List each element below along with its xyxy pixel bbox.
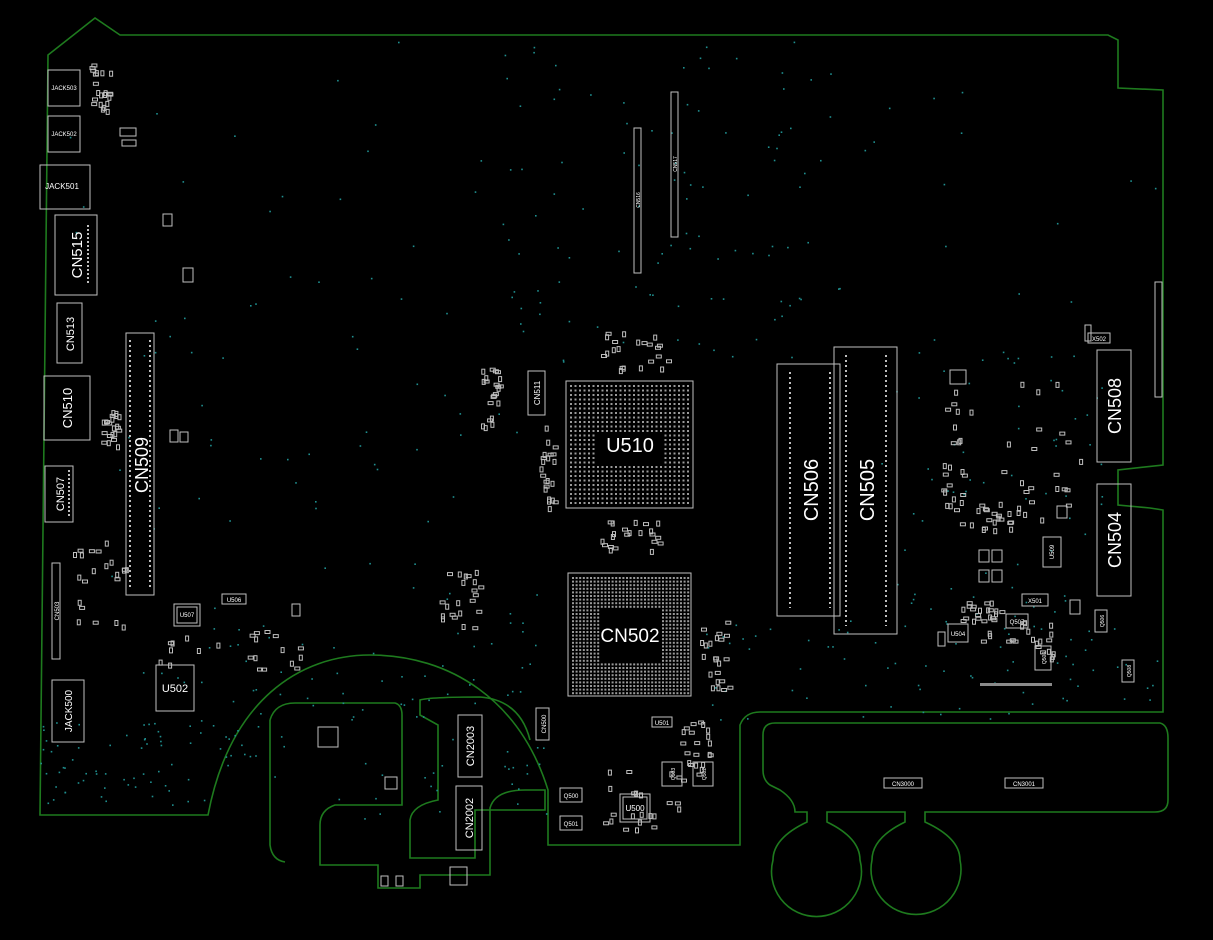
- q502-label: Q502: [702, 768, 708, 780]
- cn505-component: CN505: [833, 346, 898, 635]
- cn510-component: CN510: [43, 375, 91, 441]
- x501-label: X501: [1028, 599, 1043, 605]
- q508-label: Q508: [1127, 665, 1133, 677]
- cn505-label: CN505: [857, 459, 879, 521]
- q506-label: Q506: [1100, 615, 1106, 627]
- x502-component: X502: [1087, 332, 1111, 344]
- cn504-label: CN504: [1105, 512, 1125, 568]
- jack501-label: JACK501: [45, 182, 79, 191]
- q500-component: Q500: [559, 787, 583, 803]
- cn506-label: CN506: [801, 459, 823, 521]
- cn504-component: CN504: [1096, 483, 1132, 597]
- q503-label: Q503: [671, 768, 677, 780]
- cn510-label: CN510: [60, 388, 75, 428]
- cn507-component: CN507: [44, 465, 74, 523]
- q500-label: Q500: [564, 794, 579, 800]
- cn517-component: CN517: [670, 91, 679, 238]
- cn2003-component: CN2003: [457, 714, 483, 778]
- cn2003-label: CN2003: [465, 726, 477, 766]
- via-field: [40, 41, 1159, 820]
- cn507-label: CN507: [55, 477, 67, 511]
- right-header-strip: [980, 683, 1052, 686]
- cn509-label: CN509: [132, 437, 152, 493]
- cn503-component: CN503: [51, 562, 61, 660]
- q502-component: Q502: [692, 761, 714, 787]
- u506-label: U506: [227, 598, 242, 604]
- q504-label: Q504: [1042, 652, 1048, 664]
- jack500-component: JACK500: [51, 679, 85, 743]
- board-outline: [39, 17, 1164, 846]
- q507-label: Q507: [1010, 620, 1025, 626]
- cn3000-component: CN3000: [883, 777, 923, 789]
- cn508-label: CN508: [1105, 378, 1125, 434]
- passive-components: [119, 127, 1092, 887]
- cn500-label: CN500: [542, 714, 548, 733]
- u510-label: U510: [606, 435, 654, 457]
- u502-component: U502: [155, 664, 195, 712]
- smd-pads: [73, 63, 1084, 834]
- jack502-label: JACK502: [51, 132, 77, 138]
- cn508-component: CN508: [1096, 349, 1132, 463]
- cn513-label: CN513: [65, 317, 77, 351]
- cn3001-component: CN3001: [1004, 777, 1044, 789]
- cn515-label: CN515: [69, 232, 86, 279]
- board-cutout-lower: [269, 696, 546, 889]
- board-cutout-bottomleft: [269, 720, 286, 863]
- cn3000-label: CN3000: [892, 782, 915, 788]
- x502-label: X502: [1092, 337, 1107, 343]
- cn3001-label: CN3001: [1013, 782, 1036, 788]
- cn513-component: CN513: [56, 302, 83, 364]
- q506-component: Q506: [1094, 609, 1108, 633]
- u501-label: U501: [655, 721, 670, 727]
- u501-component: U501: [651, 716, 673, 728]
- jack502-component: JACK502: [47, 115, 81, 153]
- cn503-label: CN503: [55, 601, 61, 620]
- q507-component: Q507: [1005, 613, 1029, 629]
- cn506-component: CN506: [776, 363, 841, 617]
- u500-component: U500: [619, 793, 651, 823]
- cn2002-label: CN2002: [464, 798, 476, 838]
- u509-label: U509: [1050, 544, 1056, 559]
- q501-component: Q501: [559, 815, 583, 831]
- jack500-label: JACK500: [64, 689, 75, 732]
- q501-label: Q501: [564, 822, 579, 828]
- cn516-label: CN516: [636, 192, 642, 208]
- u506-component: U506: [221, 593, 247, 605]
- cn511-component: CN511: [527, 370, 546, 416]
- q508-component: Q508: [1121, 659, 1135, 683]
- x501-component: X501: [1021, 593, 1049, 607]
- u507-label: U507: [180, 613, 195, 619]
- cn2002-component: CN2002: [455, 785, 483, 851]
- right-edge-connector: [1154, 281, 1163, 398]
- q503-component: Q503: [661, 761, 683, 787]
- u507-component: U507: [173, 603, 201, 627]
- u502-label: U502: [162, 683, 188, 695]
- u509-component: U509: [1042, 536, 1062, 568]
- u500-label: U500: [625, 804, 645, 813]
- cn502-label: CN502: [600, 626, 659, 647]
- board-cutout-right: [762, 722, 1169, 918]
- cn500-component: CN500: [535, 707, 550, 741]
- jack501-component: JACK501: [39, 164, 91, 210]
- jack503-component: JACK503: [47, 69, 81, 107]
- u504-label: U504: [951, 632, 966, 638]
- jack503-label: JACK503: [51, 86, 77, 92]
- cn516-component: CN516: [633, 127, 642, 274]
- cn517-label: CN517: [673, 156, 679, 172]
- cn511-label: CN511: [533, 380, 542, 405]
- cn515-component: CN515: [54, 214, 98, 296]
- cn509-component: CN509: [125, 332, 155, 596]
- u510-chip: U510: [565, 380, 694, 509]
- cn502-socket: CN502: [567, 572, 692, 697]
- u504-component: U504: [947, 623, 969, 643]
